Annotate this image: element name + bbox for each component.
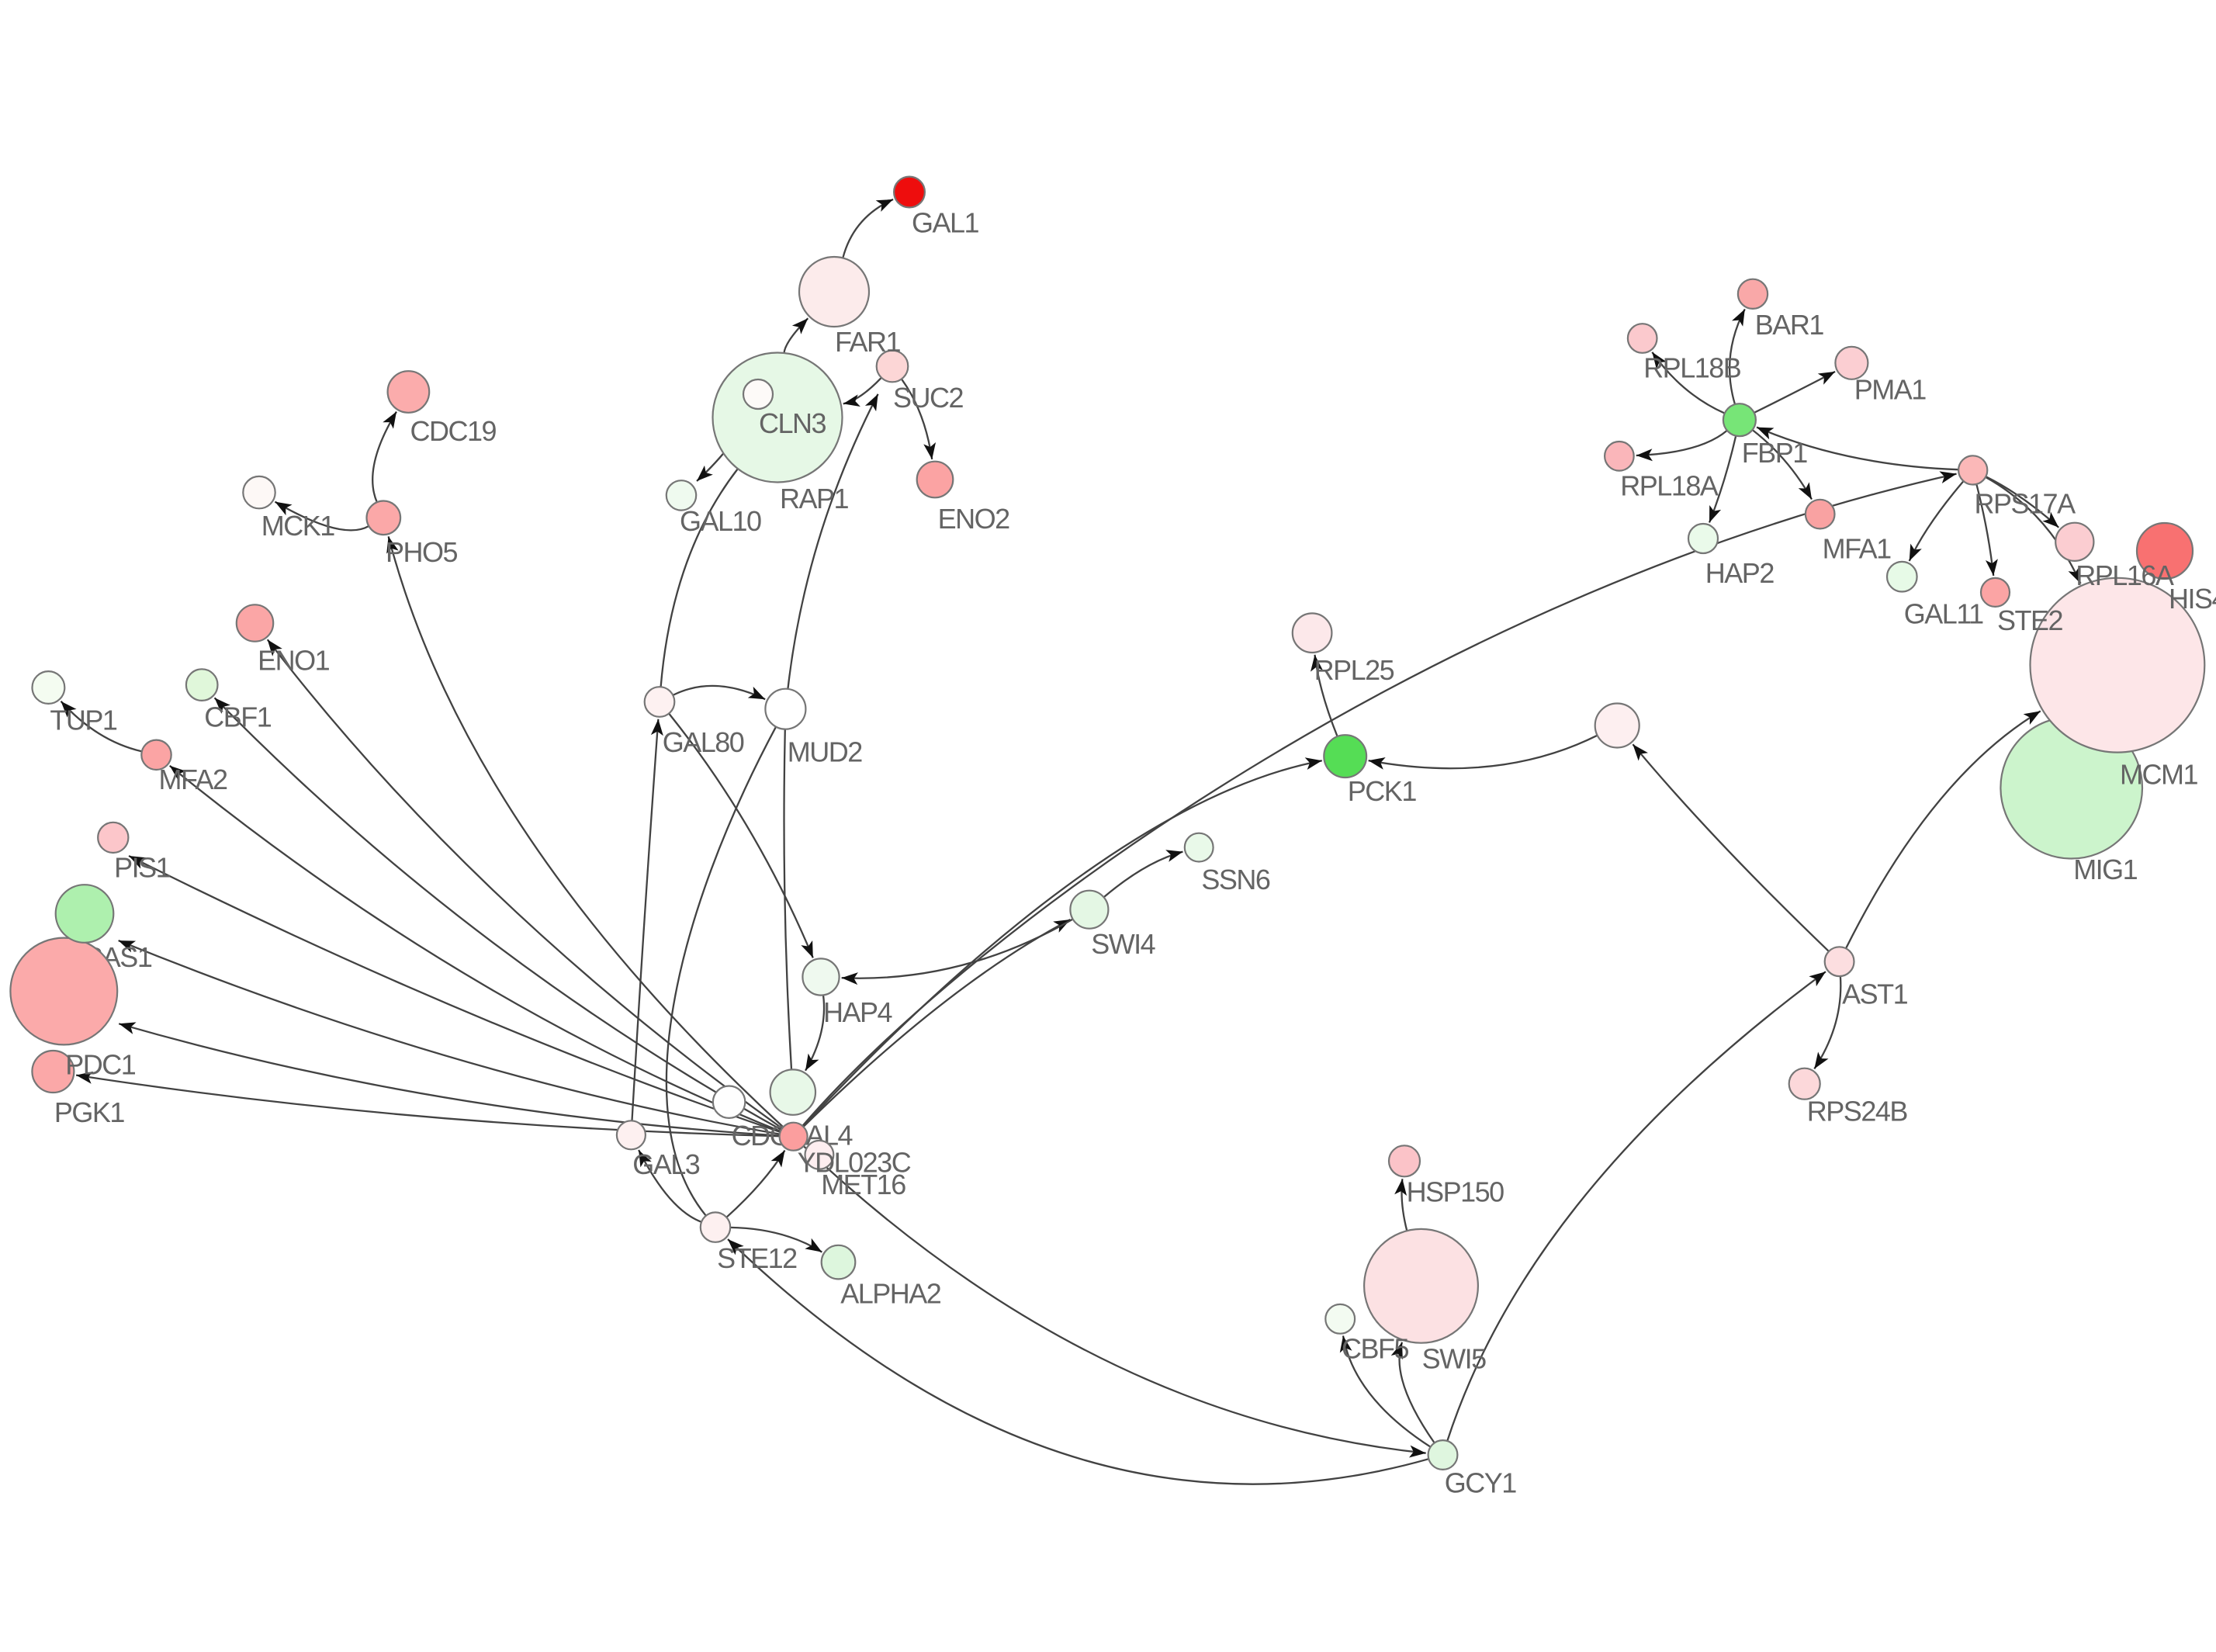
svg-text:GAL3: GAL3 [632, 1148, 700, 1180]
svg-text:SSN6: SSN6 [1201, 864, 1270, 895]
svg-text:RPL18B: RPL18B [1643, 352, 1741, 383]
svg-text:HAP4: HAP4 [823, 996, 892, 1028]
svg-text:RPS24B: RPS24B [1807, 1096, 1908, 1127]
svg-text:GAL80: GAL80 [663, 726, 744, 758]
svg-text:SWI5: SWI5 [1422, 1342, 1486, 1374]
svg-text:ENO2: ENO2 [938, 503, 1010, 535]
svg-text:ALPHA2: ALPHA2 [840, 1278, 941, 1310]
svg-text:MCM1: MCM1 [2120, 759, 2197, 791]
svg-text:AST1: AST1 [1842, 978, 1908, 1010]
svg-text:PMA1: PMA1 [1854, 374, 1927, 406]
svg-text:PCK1: PCK1 [1348, 775, 1417, 807]
svg-text:ENO1: ENO1 [258, 644, 330, 676]
svg-text:GAL10: GAL10 [680, 505, 761, 537]
svg-text:CLN3: CLN3 [759, 407, 826, 439]
svg-text:RPL18A: RPL18A [1620, 470, 1719, 502]
svg-text:PGK1: PGK1 [54, 1096, 125, 1128]
svg-text:FBP1: FBP1 [1742, 437, 1808, 469]
svg-text:RAP1: RAP1 [780, 483, 849, 514]
svg-text:HIS4: HIS4 [2169, 583, 2216, 615]
svg-text:RPL25: RPL25 [1314, 654, 1394, 686]
svg-text:STE12: STE12 [717, 1242, 797, 1274]
svg-text:YDL023C: YDL023C [798, 1147, 911, 1179]
svg-text:RPL16A: RPL16A [2076, 559, 2174, 591]
svg-text:RPS17A: RPS17A [1975, 488, 2076, 520]
svg-text:CBF5: CBF5 [1342, 1333, 1409, 1365]
svg-text:CBF1: CBF1 [204, 701, 272, 732]
svg-text:PDC1: PDC1 [65, 1048, 136, 1080]
svg-text:SUC2: SUC2 [893, 382, 964, 414]
svg-text:FAR1: FAR1 [835, 326, 901, 358]
svg-text:TUP1: TUP1 [50, 704, 116, 736]
svg-text:MCK1: MCK1 [261, 510, 334, 542]
svg-text:PHO5: PHO5 [386, 536, 458, 568]
svg-text:SWI4: SWI4 [1091, 928, 1155, 960]
svg-text:CDC19: CDC19 [410, 415, 497, 447]
svg-text:MFA2: MFA2 [159, 764, 228, 795]
svg-text:GCY1: GCY1 [1445, 1467, 1517, 1498]
svg-text:GAL1: GAL1 [912, 207, 979, 239]
svg-text:HSP150: HSP150 [1407, 1176, 1504, 1207]
svg-text:MIG1: MIG1 [2073, 854, 2137, 885]
svg-text:GAL11: GAL11 [1904, 598, 1983, 630]
svg-text:MET16: MET16 [821, 1169, 905, 1200]
svg-text:MUD2: MUD2 [788, 736, 862, 768]
svg-text:BAR1: BAR1 [1755, 309, 1824, 341]
svg-text:MFA1: MFA1 [1823, 533, 1892, 565]
svg-text:HAP2: HAP2 [1705, 557, 1775, 589]
svg-text:PIS1: PIS1 [114, 851, 171, 883]
svg-text:STE2: STE2 [1997, 604, 2063, 636]
